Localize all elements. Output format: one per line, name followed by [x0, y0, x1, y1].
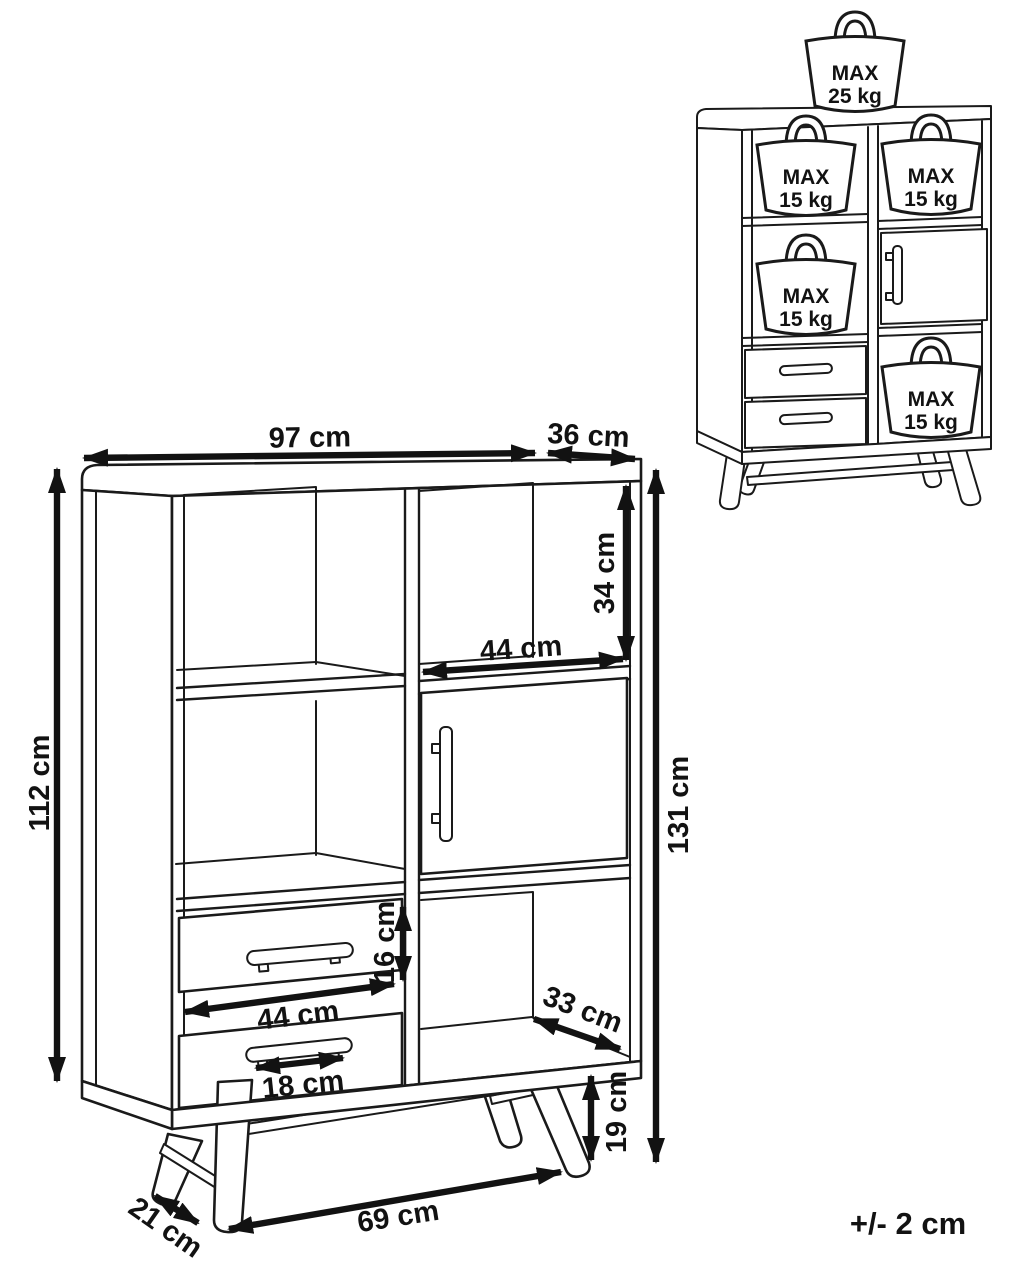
front-right-leg	[525, 1072, 591, 1179]
dim-drawer-height-label: 16 cm	[369, 901, 401, 983]
dim-width-top-label: 97 cm	[268, 421, 351, 454]
weight-shelf-top-left: MAX 15 kg	[755, 114, 857, 217]
top-slab	[80, 457, 643, 498]
dim-height-body: 112 cm	[24, 467, 66, 1083]
dim-door-width: 44 cm	[421, 630, 625, 680]
dim-height-total-label: 131 cm	[663, 756, 695, 854]
dim-leg-depth: 21 cm	[123, 1191, 209, 1264]
weight-top-line2: 25 kg	[828, 85, 882, 108]
small-drawer-lower-handle	[778, 411, 833, 426]
door-handle	[431, 726, 453, 842]
dim-top-right-cell-height-label: 34 cm	[589, 532, 621, 614]
weight-tr-line2: 15 kg	[904, 188, 958, 211]
shelf-middle-left	[175, 852, 407, 913]
dim-depth-top: 36 cm	[546, 418, 637, 467]
weight-br-line2: 15 kg	[904, 411, 958, 434]
dim-base-width-label: 69 cm	[355, 1195, 441, 1239]
drawer-upper-handle	[246, 941, 354, 973]
dim-leg-height-label: 19 cm	[601, 1071, 633, 1153]
max-load-drawing: MAX 25 kg MAX 15 kg MAX 15 kg MAX 15 kg …	[696, 10, 992, 511]
dim-base-width: 69 cm	[227, 1167, 563, 1239]
weight-tl-line1: MAX	[783, 166, 830, 189]
small-cabinet-door	[880, 228, 988, 325]
cabinet-door	[419, 676, 629, 876]
small-front-right-leg	[946, 445, 982, 507]
small-front-left-leg	[718, 451, 747, 511]
dim-door-width-label: 44 cm	[479, 630, 563, 668]
weight-top-line1: MAX	[832, 62, 879, 85]
weight-top: MAX 25 kg	[804, 10, 906, 113]
weight-shelf-bottom-right: MAX 15 kg	[880, 336, 982, 439]
small-left-side	[696, 127, 743, 453]
weight-shelf-top-right: MAX 15 kg	[880, 113, 982, 216]
small-cabinet-base	[696, 430, 992, 465]
dim-drawer-height: 16 cm	[369, 901, 412, 983]
dim-depth-top-label: 36 cm	[547, 418, 631, 454]
cabinet-base	[80, 1059, 643, 1131]
small-top-slab	[696, 105, 992, 131]
weight-br-line1: MAX	[908, 388, 955, 411]
tolerance-note: +/- 2 cm	[850, 1206, 966, 1241]
shelf-top-left	[175, 661, 407, 702]
weight-ml-line1: MAX	[783, 285, 830, 308]
dim-width-top: 97 cm	[82, 421, 537, 467]
weight-shelf-middle-left: MAX 15 kg	[755, 233, 857, 336]
dim-height-total: 131 cm	[647, 468, 695, 1164]
main-cabinet-drawing: 97 cm 36 cm 112 cm 131 cm 34 cm 44 cm	[24, 418, 695, 1265]
shelf-below-door	[417, 863, 632, 895]
weight-ml-line2: 15 kg	[779, 308, 833, 331]
small-cabinet-legs	[718, 445, 982, 511]
weight-tr-line1: MAX	[908, 165, 955, 188]
dim-leg-height: 19 cm	[582, 1071, 633, 1162]
small-drawer-upper-handle	[778, 362, 833, 377]
dim-top-right-cell-height: 34 cm	[589, 484, 635, 662]
dim-height-body-label: 112 cm	[24, 735, 56, 832]
weight-tl-line2: 15 kg	[779, 189, 833, 212]
